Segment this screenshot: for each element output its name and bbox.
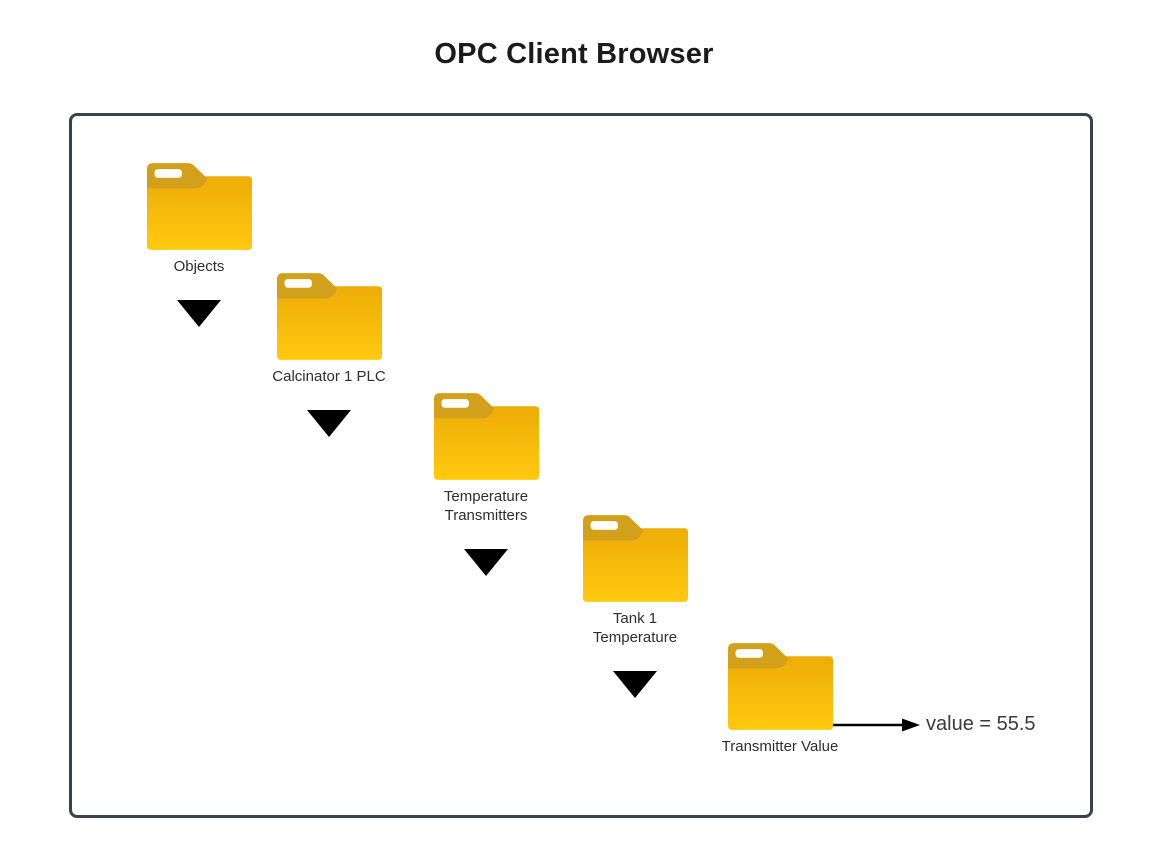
arrow-right-icon — [833, 718, 920, 732]
node-label: Tank 1 Temperature — [592, 610, 678, 646]
folder-icon[interactable] — [582, 515, 688, 602]
folder-icon[interactable] — [146, 163, 252, 250]
triangle-down-icon[interactable] — [613, 671, 657, 698]
node-label: Calcinator 1 PLC — [272, 368, 386, 385]
folder-icon[interactable] — [276, 273, 382, 360]
node-label: Transmitter Value — [721, 738, 839, 755]
tree-node-objects: Objects — [119, 163, 279, 327]
tree-node-tank-1-temperature: Tank 1 Temperature — [555, 515, 715, 698]
triangle-down-icon[interactable] — [177, 300, 221, 327]
page-title: OPC Client Browser — [434, 38, 714, 70]
folder-icon[interactable] — [433, 393, 539, 480]
triangle-down-icon[interactable] — [307, 410, 351, 437]
tree-node-calcinator-1-plc: Calcinator 1 PLC — [249, 273, 409, 437]
node-label: Objects — [173, 258, 225, 275]
tree-node-temperature-transmitters: Temperature Transmitters — [406, 393, 566, 576]
value-readout: value = 55.5 — [926, 713, 1036, 735]
triangle-down-icon[interactable] — [464, 549, 508, 576]
folder-icon[interactable] — [727, 643, 833, 730]
tree-node-transmitter-value: Transmitter Value — [700, 643, 860, 756]
node-label: Temperature Transmitters — [443, 488, 529, 524]
